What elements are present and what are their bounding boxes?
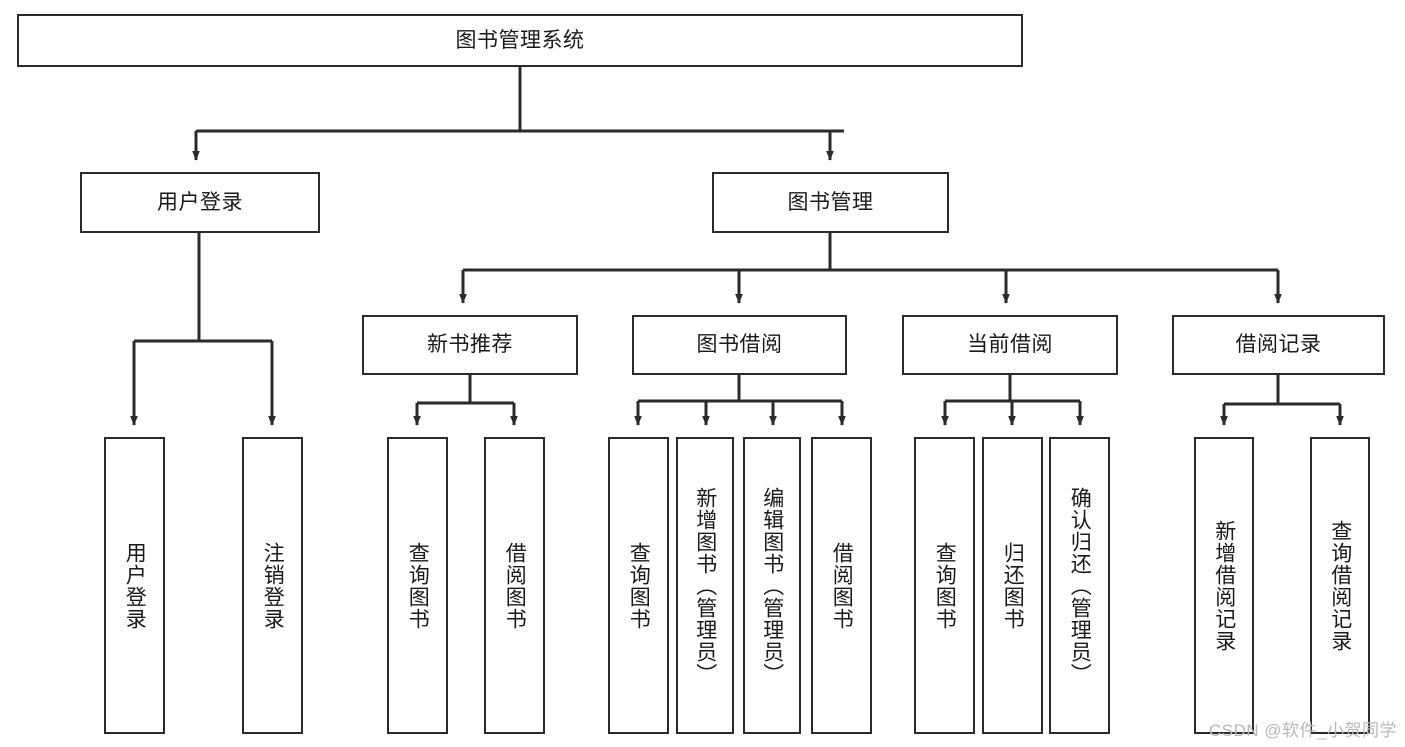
node-leaf-confirm-return-label: 确认归还（管理员） <box>1068 486 1092 685</box>
node-leaf-borrow-book-1-label: 借阅图书 <box>503 541 527 630</box>
node-user-login[interactable]: 用户登录 <box>80 172 320 233</box>
node-leaf-borrow-book-1[interactable]: 借阅图书 <box>484 437 545 734</box>
node-leaf-return-book[interactable]: 归还图书 <box>982 437 1043 734</box>
node-leaf-borrow-book-2-label: 借阅图书 <box>830 541 854 630</box>
node-leaf-query-book-3[interactable]: 查询图书 <box>914 437 975 734</box>
node-leaf-user-login[interactable]: 用户登录 <box>104 437 165 734</box>
node-leaf-query-book-3-label: 查询图书 <box>933 541 957 630</box>
node-leaf-query-book-2-label: 查询图书 <box>627 541 651 630</box>
node-borrow-record-label: 借阅记录 <box>1235 333 1322 357</box>
node-new-book-rec-label: 新书推荐 <box>427 333 513 357</box>
node-leaf-edit-book-label: 编辑图书（管理员） <box>760 486 784 685</box>
node-leaf-query-book-2[interactable]: 查询图书 <box>608 437 669 734</box>
node-leaf-edit-book[interactable]: 编辑图书（管理员） <box>743 437 801 734</box>
node-leaf-query-record-label: 查询借阅记录 <box>1328 519 1352 652</box>
node-leaf-user-login-label: 用户登录 <box>123 541 147 630</box>
node-leaf-add-record[interactable]: 新增借阅记录 <box>1194 437 1254 734</box>
node-leaf-query-record[interactable]: 查询借阅记录 <box>1310 437 1370 734</box>
node-leaf-logout[interactable]: 注销登录 <box>242 437 303 734</box>
node-leaf-query-book-1[interactable]: 查询图书 <box>387 437 448 734</box>
csdn-watermark: CSDN @软件_小贺同学 <box>1208 721 1397 740</box>
node-root-label: 图书管理系统 <box>455 28 585 52</box>
node-new-book-rec[interactable]: 新书推荐 <box>362 315 578 375</box>
node-leaf-add-book[interactable]: 新增图书（管理员） <box>676 437 734 734</box>
node-leaf-add-record-label: 新增借阅记录 <box>1212 519 1236 652</box>
node-book-manage-label: 图书管理 <box>787 190 874 214</box>
node-leaf-add-book-label: 新增图书（管理员） <box>693 486 717 685</box>
node-borrow-record[interactable]: 借阅记录 <box>1172 315 1385 375</box>
node-leaf-borrow-book-2[interactable]: 借阅图书 <box>811 437 872 734</box>
node-current-borrow-label: 当前借阅 <box>967 333 1053 357</box>
node-current-borrow[interactable]: 当前借阅 <box>902 315 1118 375</box>
node-book-borrow[interactable]: 图书借阅 <box>632 315 847 375</box>
node-leaf-logout-label: 注销登录 <box>261 541 285 630</box>
node-root[interactable]: 图书管理系统 <box>17 14 1023 67</box>
node-book-manage[interactable]: 图书管理 <box>712 172 949 233</box>
node-leaf-return-book-label: 归还图书 <box>1001 541 1025 630</box>
node-leaf-confirm-return[interactable]: 确认归还（管理员） <box>1049 437 1110 734</box>
node-book-borrow-label: 图书借阅 <box>696 333 783 357</box>
node-leaf-query-book-1-label: 查询图书 <box>406 541 430 630</box>
node-user-login-label: 用户登录 <box>157 190 243 214</box>
